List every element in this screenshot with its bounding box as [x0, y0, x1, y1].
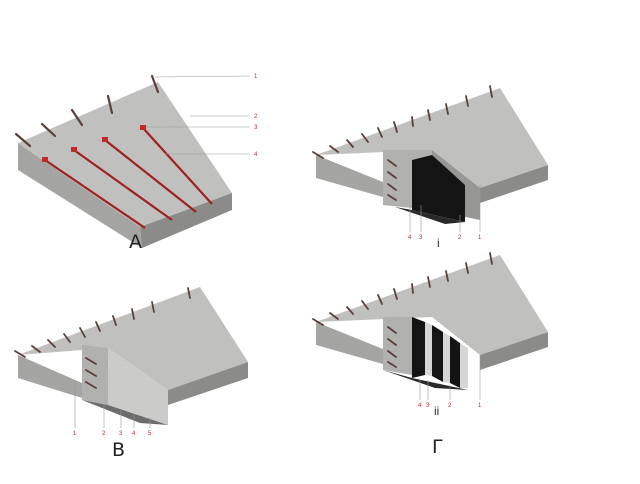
panel-a-slab	[18, 82, 232, 248]
panel-a-callout-1: 1	[254, 74, 258, 80]
panel-c-callout-4: 4	[132, 431, 136, 437]
panel-c-rebars	[14, 287, 191, 389]
panel-c-leaders	[74, 380, 151, 428]
panel-d-top-face	[316, 255, 548, 355]
panel-a-callout-3: 3	[254, 125, 258, 131]
panel-b-callout-1: 1	[478, 235, 482, 241]
panel-a-label: А	[129, 231, 142, 253]
panel-d-callout-2: 2	[448, 403, 452, 409]
panel-d-rebars	[312, 252, 493, 368]
panel-b-sublabel: i	[437, 236, 440, 250]
panel-d-sublabel: ii	[434, 404, 440, 418]
panel-c-callout-3: 3	[119, 431, 123, 437]
panel-a-red-strips	[44, 127, 213, 229]
panel-c-side-face	[168, 362, 248, 405]
panel-b-composite	[395, 155, 465, 224]
panel-c-callout-2: 2	[102, 431, 106, 437]
panel-d-rib	[383, 317, 412, 375]
panel-c-front-face	[18, 355, 82, 398]
panel-d-callout-3: 3	[426, 403, 430, 409]
panel-b-side-face	[480, 165, 548, 203]
panel-b-callout-3: 3	[419, 235, 423, 241]
panel-c-callout-5: 5	[148, 431, 152, 437]
panel-d-callout-1: 1	[478, 403, 482, 409]
panel-b-callout-2: 2	[458, 235, 462, 241]
panel-c-label: В	[112, 439, 126, 461]
panel-d-composite-layers	[383, 317, 468, 390]
panel-b-callout-4: 4	[408, 235, 412, 241]
panel-a-front-face	[18, 143, 142, 248]
panel-d-front-face	[316, 322, 383, 364]
panel-c-callout-1: 1	[73, 431, 77, 437]
panel-b-rebars	[312, 85, 493, 201]
panel-c-beam-bottom	[82, 400, 168, 425]
panel-a-callout-4: 4	[254, 152, 258, 158]
panel-d-slab	[316, 255, 548, 375]
panel-a-strip-ends	[42, 125, 146, 162]
panel-a-rebars	[14, 74, 160, 148]
panel-d-leaders	[419, 355, 481, 400]
panel-d-side-face	[480, 332, 548, 370]
panel-a-leaders	[146, 75, 251, 155]
panel-d-label: Г	[432, 436, 444, 458]
panel-d-callout-4: 4	[418, 403, 422, 409]
panel-c-slab	[18, 287, 248, 425]
panel-a-side-face	[140, 193, 232, 248]
panel-c-beam-side	[108, 348, 168, 425]
panel-b-leaders	[409, 185, 481, 232]
panel-b-top-face	[316, 88, 548, 188]
panel-a-callout-2: 2	[254, 114, 258, 120]
panel-c-top-face	[18, 287, 248, 390]
panel-b-front-face	[316, 155, 383, 197]
